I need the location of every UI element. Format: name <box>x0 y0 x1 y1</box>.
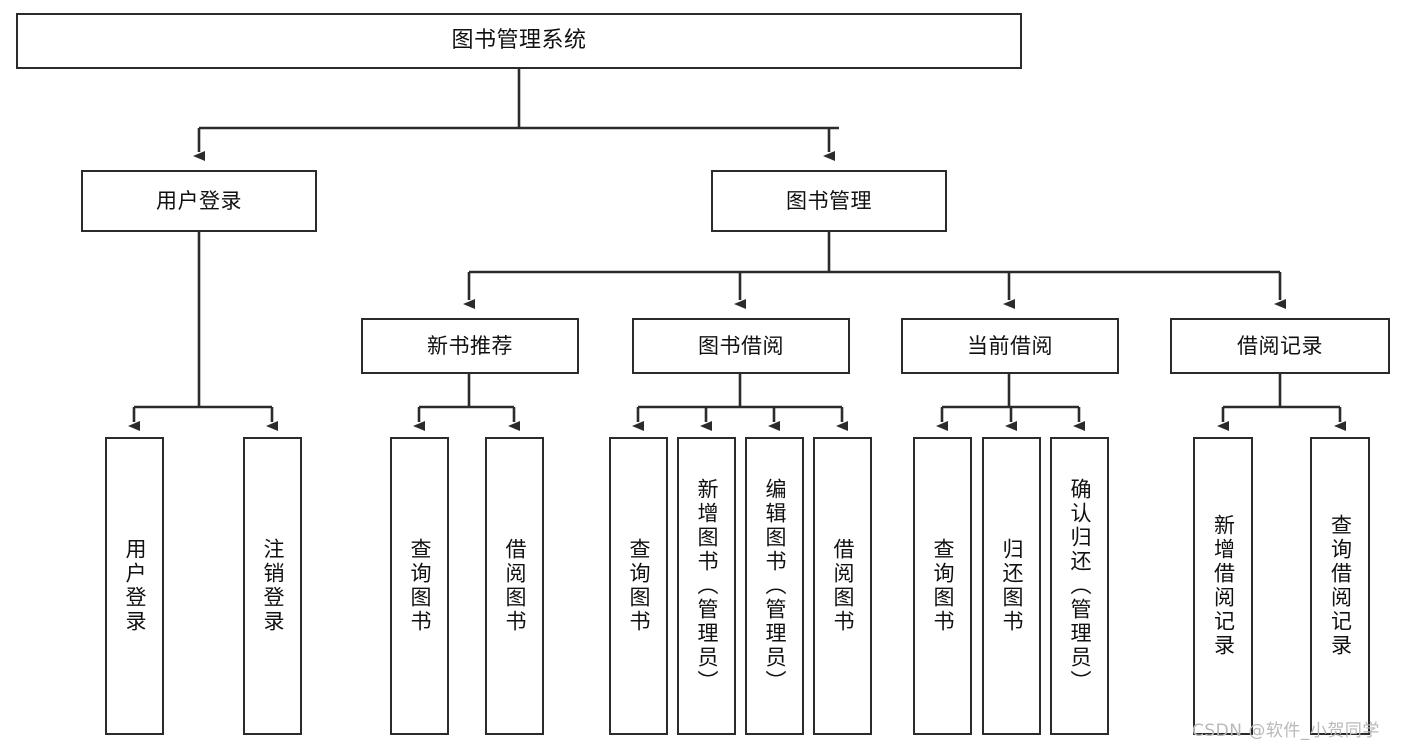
leaf-node[interactable]: 注销登录 <box>243 437 302 735</box>
csdn-watermark: CSDN @软件_小贺同学 <box>1192 721 1380 741</box>
node-book-borrow[interactable]: 图书借阅 <box>632 318 850 374</box>
leaf-node-label: 编辑图书（管理员） <box>763 478 787 694</box>
node-user-login-label: 用户登录 <box>156 188 242 213</box>
leaf-node-label: 归还图书 <box>1000 538 1024 634</box>
leaf-node-label: 查询图书 <box>408 538 432 634</box>
leaf-node-label: 借阅图书 <box>503 538 527 634</box>
leaf-node[interactable]: 新增图书（管理员） <box>677 437 736 735</box>
leaf-node[interactable]: 借阅图书 <box>485 437 544 735</box>
leaf-node[interactable]: 查询图书 <box>609 437 668 735</box>
leaf-node[interactable]: 新增借阅记录 <box>1193 437 1253 735</box>
leaf-node-label: 查询图书 <box>931 538 955 634</box>
leaf-node[interactable]: 查询借阅记录 <box>1310 437 1370 735</box>
leaf-node-label: 借阅图书 <box>831 538 855 634</box>
leaf-node[interactable]: 用户登录 <box>105 437 164 735</box>
node-current-borrow-label: 当前借阅 <box>967 333 1053 358</box>
node-book-borrow-label: 图书借阅 <box>698 333 784 358</box>
leaf-node-label: 注销登录 <box>261 538 285 634</box>
node-book-management[interactable]: 图书管理 <box>711 170 947 232</box>
leaf-node[interactable]: 查询图书 <box>390 437 449 735</box>
leaf-node[interactable]: 编辑图书（管理员） <box>745 437 804 735</box>
leaf-node-label: 查询图书 <box>627 538 651 634</box>
node-root-label: 图书管理系统 <box>451 28 587 54</box>
leaf-node-label: 查询借阅记录 <box>1328 514 1353 658</box>
leaf-node-label: 新增图书（管理员） <box>695 478 719 694</box>
node-borrow-record[interactable]: 借阅记录 <box>1170 318 1390 374</box>
leaf-node[interactable]: 借阅图书 <box>813 437 872 735</box>
node-root[interactable]: 图书管理系统 <box>16 13 1022 69</box>
node-user-login[interactable]: 用户登录 <box>81 170 317 232</box>
node-book-management-label: 图书管理 <box>786 188 872 213</box>
node-current-borrow[interactable]: 当前借阅 <box>901 318 1119 374</box>
leaf-node[interactable]: 归还图书 <box>982 437 1041 735</box>
leaf-node[interactable]: 查询图书 <box>913 437 972 735</box>
node-borrow-record-label: 借阅记录 <box>1237 333 1323 358</box>
node-new-book-recommend[interactable]: 新书推荐 <box>361 318 579 374</box>
node-new-book-recommend-label: 新书推荐 <box>427 333 513 358</box>
leaf-node-label: 新增借阅记录 <box>1211 514 1236 658</box>
leaf-node-label: 用户登录 <box>123 538 147 634</box>
leaf-node[interactable]: 确认归还（管理员） <box>1050 437 1109 735</box>
leaf-node-label: 确认归还（管理员） <box>1068 478 1092 694</box>
